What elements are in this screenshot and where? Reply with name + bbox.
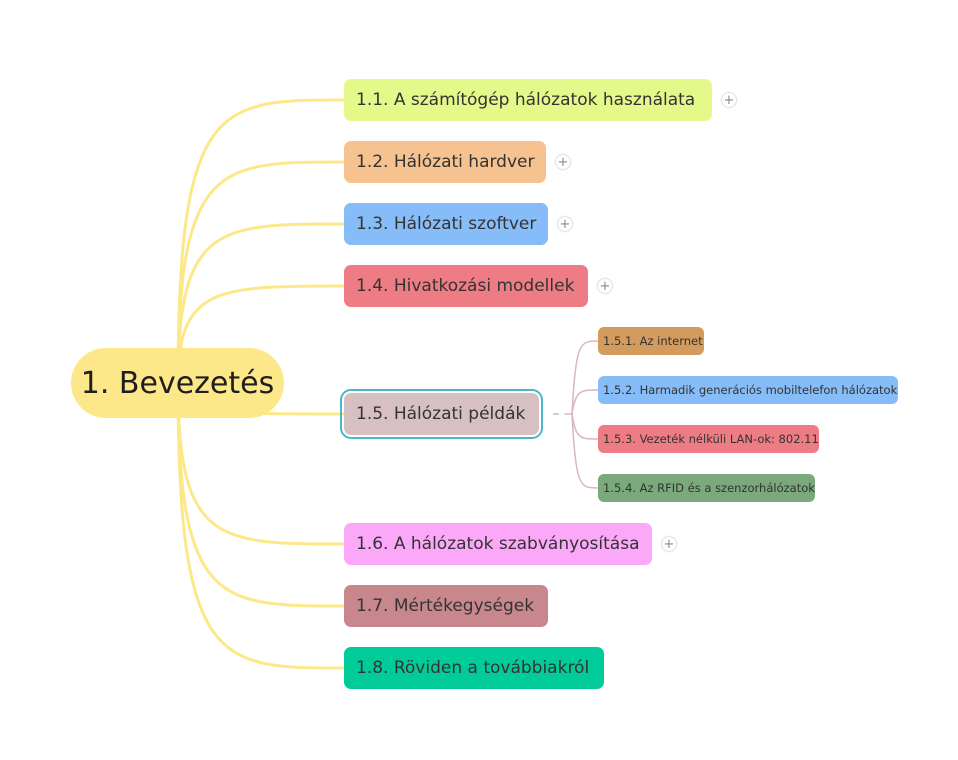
plus-icon[interactable]: + (556, 154, 570, 170)
connector-b5-to-c1 (571, 340, 599, 415)
branch-node-4[interactable]: 1.4. Hivatkozási modellek (344, 265, 588, 307)
connector-root-to-b1 (176, 98, 346, 385)
root-node[interactable]: 1. Bevezetés (71, 348, 284, 418)
branch-node-7[interactable]: 1.7. Mértékegységek (344, 585, 548, 627)
branch-node-8[interactable]: 1.8. Röviden a továbbiakról (344, 647, 604, 689)
child-node-2[interactable]: 1.5.2. Harmadik generációs mobiltelefon … (598, 376, 898, 404)
child-node-3[interactable]: 1.5.3. Vezeték nélküli LAN-ok: 802.11 (598, 425, 819, 453)
child-node-1[interactable]: 1.5.1. Az internet (598, 327, 704, 355)
connector-b5-to-c3 (571, 413, 599, 440)
branch-node-3[interactable]: 1.3. Hálózati szoftver (344, 203, 548, 245)
connector-b5-to-c4 (571, 413, 599, 489)
minus-icon[interactable]: – (552, 406, 560, 422)
plus-icon[interactable]: + (722, 92, 736, 108)
child-node-4[interactable]: 1.5.4. Az RFID és a szenzorhálózatok (598, 474, 815, 502)
branch-node-1[interactable]: 1.1. A számítógép hálózatok használata (344, 79, 712, 121)
connector-root-to-b8 (176, 381, 346, 670)
branch-node-6[interactable]: 1.6. A hálózatok szabványosítása (344, 523, 652, 565)
branch-node-2[interactable]: 1.2. Hálózati hardver (344, 141, 546, 183)
branch-node-5[interactable]: 1.5. Hálózati példák (340, 389, 543, 439)
connector-b5-to-c2 (571, 389, 599, 415)
plus-icon[interactable]: + (662, 536, 676, 552)
plus-icon[interactable]: + (598, 278, 612, 294)
connector-root-to-b3 (176, 222, 346, 385)
plus-icon[interactable]: + (558, 216, 572, 232)
connector-root-to-b2 (176, 160, 346, 385)
